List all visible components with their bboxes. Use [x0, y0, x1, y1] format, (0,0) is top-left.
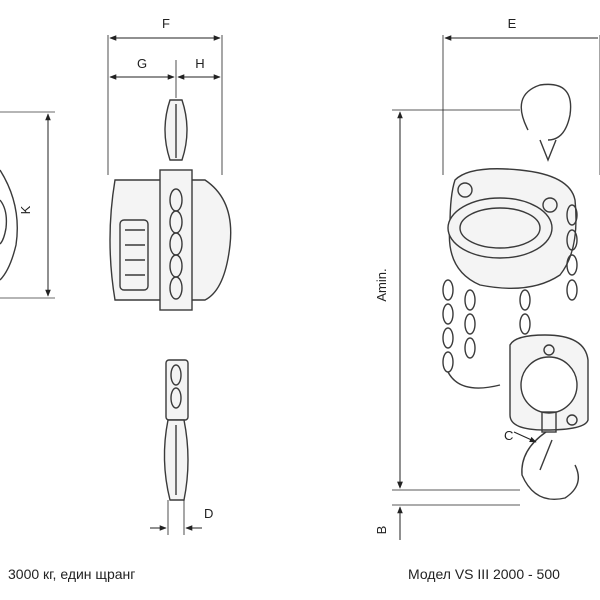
dimension-d: D: [150, 500, 213, 535]
caption-left: 3000 кг, един щранг: [8, 566, 136, 582]
dimension-g: G: [109, 56, 177, 98]
dimension-k: K: [18, 113, 51, 297]
dim-label-d: D: [204, 506, 213, 521]
dimension-a: Amin.: [374, 109, 520, 491]
left-hoist-view: [0, 111, 55, 299]
dimension-c: C: [504, 428, 537, 443]
dim-label-h: H: [195, 56, 204, 71]
dim-label-a: Amin.: [374, 268, 389, 301]
dim-label-f: F: [162, 16, 170, 31]
side-view-hoist: [109, 99, 232, 501]
dimension-e: E: [442, 16, 600, 175]
dimension-h: H: [177, 56, 221, 80]
dim-label-b: B: [374, 526, 389, 535]
dim-label-c: C: [504, 428, 513, 443]
caption-right: Модел VS III 2000 - 500: [408, 566, 560, 582]
dim-label-g: G: [137, 56, 147, 71]
dimension-b: B: [374, 470, 520, 540]
front-view-hoist: [442, 83, 589, 500]
dim-label-k: K: [18, 205, 33, 214]
dim-label-e: E: [508, 16, 517, 31]
dimension-f: F: [107, 16, 223, 175]
